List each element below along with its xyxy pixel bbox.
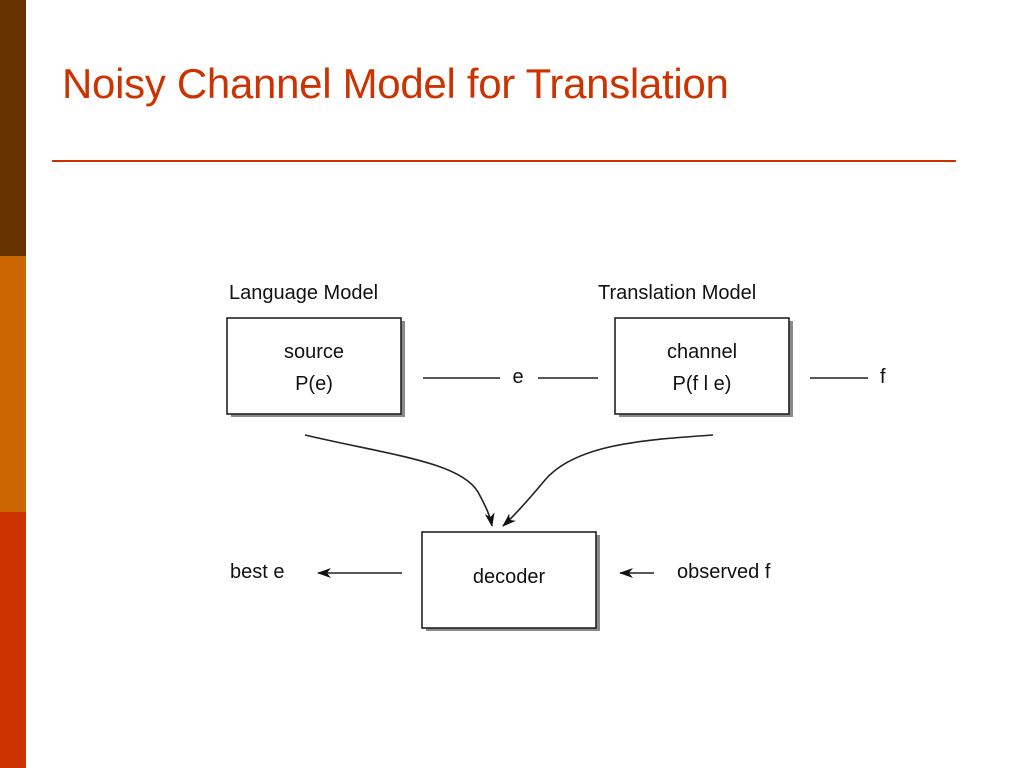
f-label: f	[880, 366, 886, 388]
sidebar-accent-bottom	[0, 512, 26, 768]
best-e-label: best e	[230, 561, 284, 583]
slide-title: Noisy Channel Model for Translation	[62, 60, 729, 107]
e-label: e	[512, 366, 523, 388]
title-divider	[52, 160, 956, 162]
source-box-line1: source	[284, 341, 344, 363]
channel-box: channel P(f l e)	[614, 317, 793, 417]
decoder-box: decoder	[421, 531, 600, 631]
observed-f-label: observed f	[677, 561, 771, 583]
channel-to-decoder-arrow	[502, 434, 714, 527]
language-model-label: Language Model	[229, 282, 378, 304]
sidebar-accent-middle	[0, 256, 26, 512]
channel-box-line1: channel	[667, 341, 737, 363]
source-to-decoder-arrow	[304, 434, 495, 527]
translation-model-label: Translation Model	[598, 282, 756, 304]
source-box: source P(e)	[226, 317, 405, 417]
sidebar-accent-top	[0, 0, 26, 256]
source-box-line2: P(e)	[295, 373, 333, 395]
decoder-box-label: decoder	[473, 566, 546, 588]
channel-box-line2: P(f l e)	[673, 373, 732, 395]
